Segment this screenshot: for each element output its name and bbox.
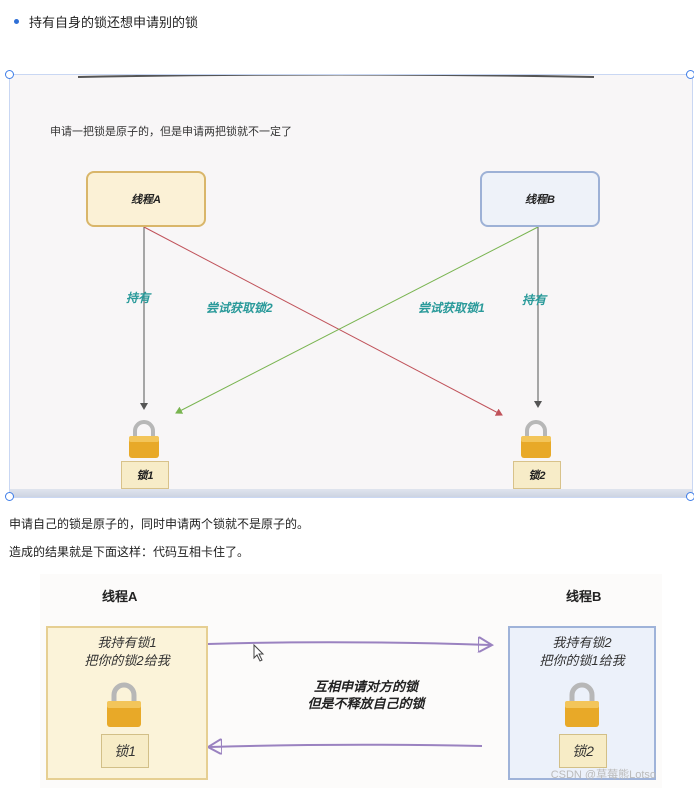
- request-arrow-left: [210, 745, 483, 747]
- paragraph-2: 造成的结果就是下面这样：代码互相卡住了。: [9, 545, 250, 559]
- thread-a-panel: 我持有锁1 把你的锁2给我 锁1: [46, 626, 208, 780]
- mouse-cursor-icon: [253, 644, 265, 662]
- diagram2-arrows: [40, 574, 662, 788]
- paragraph-1: 申请自己的锁是原子的，同时申请两个锁就不是原子的。: [9, 517, 310, 531]
- padlock-icon: [565, 682, 599, 727]
- diagram1-caption: 申请一把锁是原子的，但是申请两把锁就不一定了: [50, 126, 292, 138]
- bullet-text: 持有自身的锁还想申请别的锁: [29, 15, 199, 30]
- middle-text: 互相申请对方的锁 但是不释放自己的锁: [266, 678, 466, 712]
- lock1-label: 锁1: [121, 461, 169, 489]
- image-bottom-strip: [10, 489, 692, 497]
- thread-a-title: 线程A: [102, 589, 138, 604]
- hold-label-left: 持有: [126, 291, 151, 305]
- panel-b-line2: 把你的锁1给我: [539, 653, 625, 668]
- resize-handle-bottom-right[interactable]: [686, 492, 694, 501]
- padlock-icon: [107, 682, 141, 727]
- thread-b-title: 线程B: [566, 589, 602, 604]
- try-lock1-arrow: [175, 226, 539, 414]
- deadlock-result-image: 线程A 线程B 我持有锁1 把你的锁2给我 锁1 我持有锁2 把你的锁1给我 锁…: [40, 574, 662, 788]
- bullet-item: 持有自身的锁还想申请别的锁: [14, 12, 198, 31]
- middle-line1: 互相申请对方的锁: [313, 679, 418, 694]
- resize-handle-top-left[interactable]: [5, 70, 14, 79]
- lock2-label: 锁2: [513, 461, 561, 489]
- panel-b-lock-label: 锁2: [559, 734, 607, 768]
- thread-b-panel: 我持有锁2 把你的锁1给我 锁2: [508, 626, 656, 780]
- try-lock2-arrow: [143, 226, 503, 416]
- try-lock2-label: 尝试获取锁2: [206, 301, 273, 315]
- diagram1-arrows: [77, 75, 595, 416]
- request-arrow-right: [207, 642, 490, 645]
- padlock-icon: [521, 420, 551, 458]
- panel-a-line1: 我持有锁1: [97, 635, 157, 650]
- try-lock1-label: 尝试获取锁1: [418, 301, 485, 315]
- bullet-dot: [14, 19, 19, 24]
- middle-line2: 但是不释放自己的锁: [307, 696, 425, 711]
- top-border-line: [77, 75, 595, 78]
- panel-a-line2: 把你的锁2给我: [84, 653, 170, 668]
- resize-handle-top-right[interactable]: [686, 70, 694, 79]
- resize-handle-bottom-left[interactable]: [5, 492, 14, 501]
- thread-a-box: 线程A: [86, 171, 206, 227]
- deadlock-diagram-image[interactable]: 申请一把锁是原子的，但是申请两把锁就不一定了 线程A 线程B 持有 尝试获取锁2…: [9, 74, 693, 498]
- watermark: CSDN @草莓熊Lotso: [550, 769, 656, 781]
- hold-label-right: 持有: [522, 293, 547, 307]
- padlock-icon: [129, 420, 159, 458]
- thread-b-box: 线程B: [480, 171, 600, 227]
- panel-b-line1: 我持有锁2: [552, 635, 612, 650]
- panel-a-lock-label: 锁1: [101, 734, 149, 768]
